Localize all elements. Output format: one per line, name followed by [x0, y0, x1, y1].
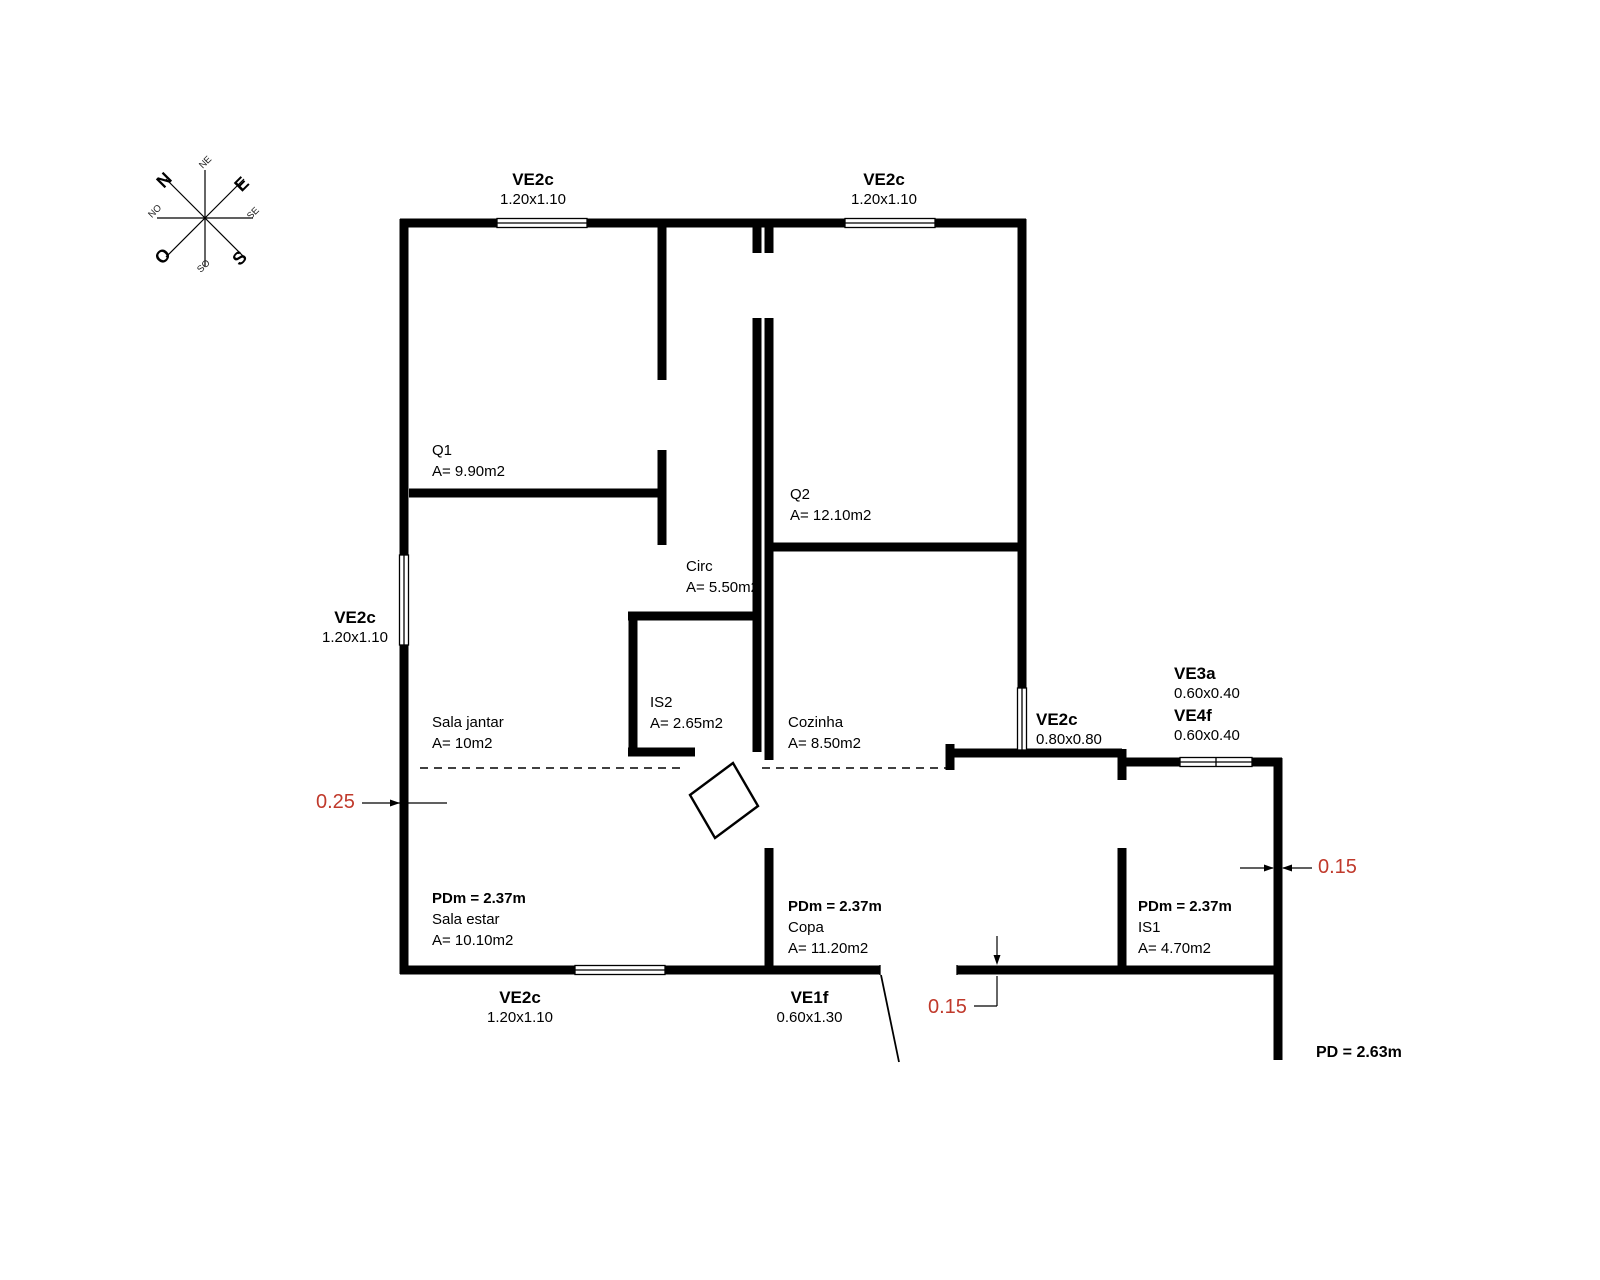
- room-area: A= 12.10m2: [790, 507, 872, 524]
- room-label-cozinha: Cozinha A= 8.50m2: [788, 712, 861, 754]
- window-size: 0.60x1.30: [776, 1009, 843, 1026]
- room-area: A= 2.65m2: [650, 715, 723, 732]
- room-name: Cozinha: [788, 714, 844, 731]
- window-size: 1.20x1.10: [322, 629, 388, 646]
- window-name: VE1f: [790, 988, 829, 1007]
- room-name: Q1: [432, 442, 453, 459]
- window-size: 1.20x1.10: [851, 191, 917, 208]
- room-ceiling: PDm = 2.37m: [788, 898, 882, 915]
- room-area: A= 10m2: [432, 735, 493, 752]
- window-name: VE2c: [499, 988, 541, 1007]
- compass-rose: [157, 170, 253, 266]
- window-label-ve4f: VE4f 0.60x0.40: [1174, 706, 1240, 746]
- window-label-ve2c-top-right: VE2c 1.20x1.10: [838, 170, 930, 210]
- window-name: VE2c: [512, 170, 554, 189]
- room-area: A= 8.50m2: [788, 735, 861, 752]
- window-name: VE4f: [1174, 706, 1212, 725]
- walls-layer: [399, 218, 1283, 1060]
- room-label-circ: Circ A= 5.50m2: [686, 556, 759, 598]
- room-label-copa: PDm = 2.37m Copa A= 11.20m2: [788, 896, 882, 959]
- room-ceiling: PDm = 2.37m: [1138, 898, 1232, 915]
- window-size: 0.60x0.40: [1174, 727, 1240, 744]
- room-name: Sala estar: [432, 911, 500, 928]
- room-area: A= 11.20m2: [788, 940, 869, 957]
- room-label-is2: IS2 A= 2.65m2: [650, 692, 723, 734]
- dimension-arrows: [362, 799, 1312, 1007]
- window-label-ve2c-left: VE2c 1.20x1.10: [310, 608, 400, 648]
- room-area: A= 4.70m2: [1138, 940, 1211, 957]
- room-name: Q2: [790, 486, 811, 503]
- windows-layer: [398, 217, 1253, 976]
- entry-door-swing: [880, 974, 900, 1063]
- window-size: 0.60x0.40: [1174, 685, 1240, 702]
- window-size: 1.20x1.10: [487, 1009, 553, 1026]
- room-name: IS1: [1138, 919, 1161, 936]
- window-label-ve2c-top-left: VE2c 1.20x1.10: [487, 170, 579, 210]
- room-name: Sala jantar: [432, 714, 504, 731]
- room-label-q1: Q1 A= 9.90m2: [432, 440, 505, 482]
- room-label-is1: PDm = 2.37m IS1 A= 4.70m2: [1138, 896, 1232, 959]
- room-area: A= 9.90m2: [432, 463, 505, 480]
- room-area: A= 10.10m2: [432, 932, 514, 949]
- room-ceiling: PDm = 2.37m: [432, 890, 526, 907]
- window-label-ve1f-bottom: VE1f 0.60x1.30: [762, 988, 857, 1028]
- window-label-ve2c-bottom: VE2c 1.20x1.10: [474, 988, 566, 1028]
- room-label-sala-estar: PDm = 2.37m Sala estar A= 10.10m2: [432, 888, 526, 951]
- room-name: Copa: [788, 919, 824, 936]
- window-name: VE2c: [334, 608, 376, 627]
- ceiling-height-note: PD = 2.63m: [1316, 1044, 1402, 1061]
- dimension-wall-bottom: 0.15: [928, 996, 967, 1018]
- dimension-wall-right: 0.15: [1318, 856, 1357, 878]
- room-label-sala-jantar: Sala jantar A= 10m2: [432, 712, 504, 754]
- window-name: VE2c: [1036, 710, 1078, 729]
- window-size: 1.20x1.10: [500, 191, 566, 208]
- window-label-ve2c-right: VE2c 0.80x0.80: [1036, 710, 1102, 750]
- room-name: IS2: [650, 694, 673, 711]
- dimension-wall-left: 0.25: [316, 791, 355, 813]
- door-leaf: [688, 761, 760, 840]
- window-name: VE2c: [863, 170, 905, 189]
- window-label-ve3a: VE3a 0.60x0.40: [1174, 664, 1240, 704]
- room-name: Circ: [686, 558, 713, 575]
- window-size: 0.80x0.80: [1036, 731, 1102, 748]
- room-area: A= 5.50m2: [686, 579, 759, 596]
- window-name: VE3a: [1174, 664, 1216, 683]
- room-label-q2: Q2 A= 12.10m2: [790, 484, 871, 526]
